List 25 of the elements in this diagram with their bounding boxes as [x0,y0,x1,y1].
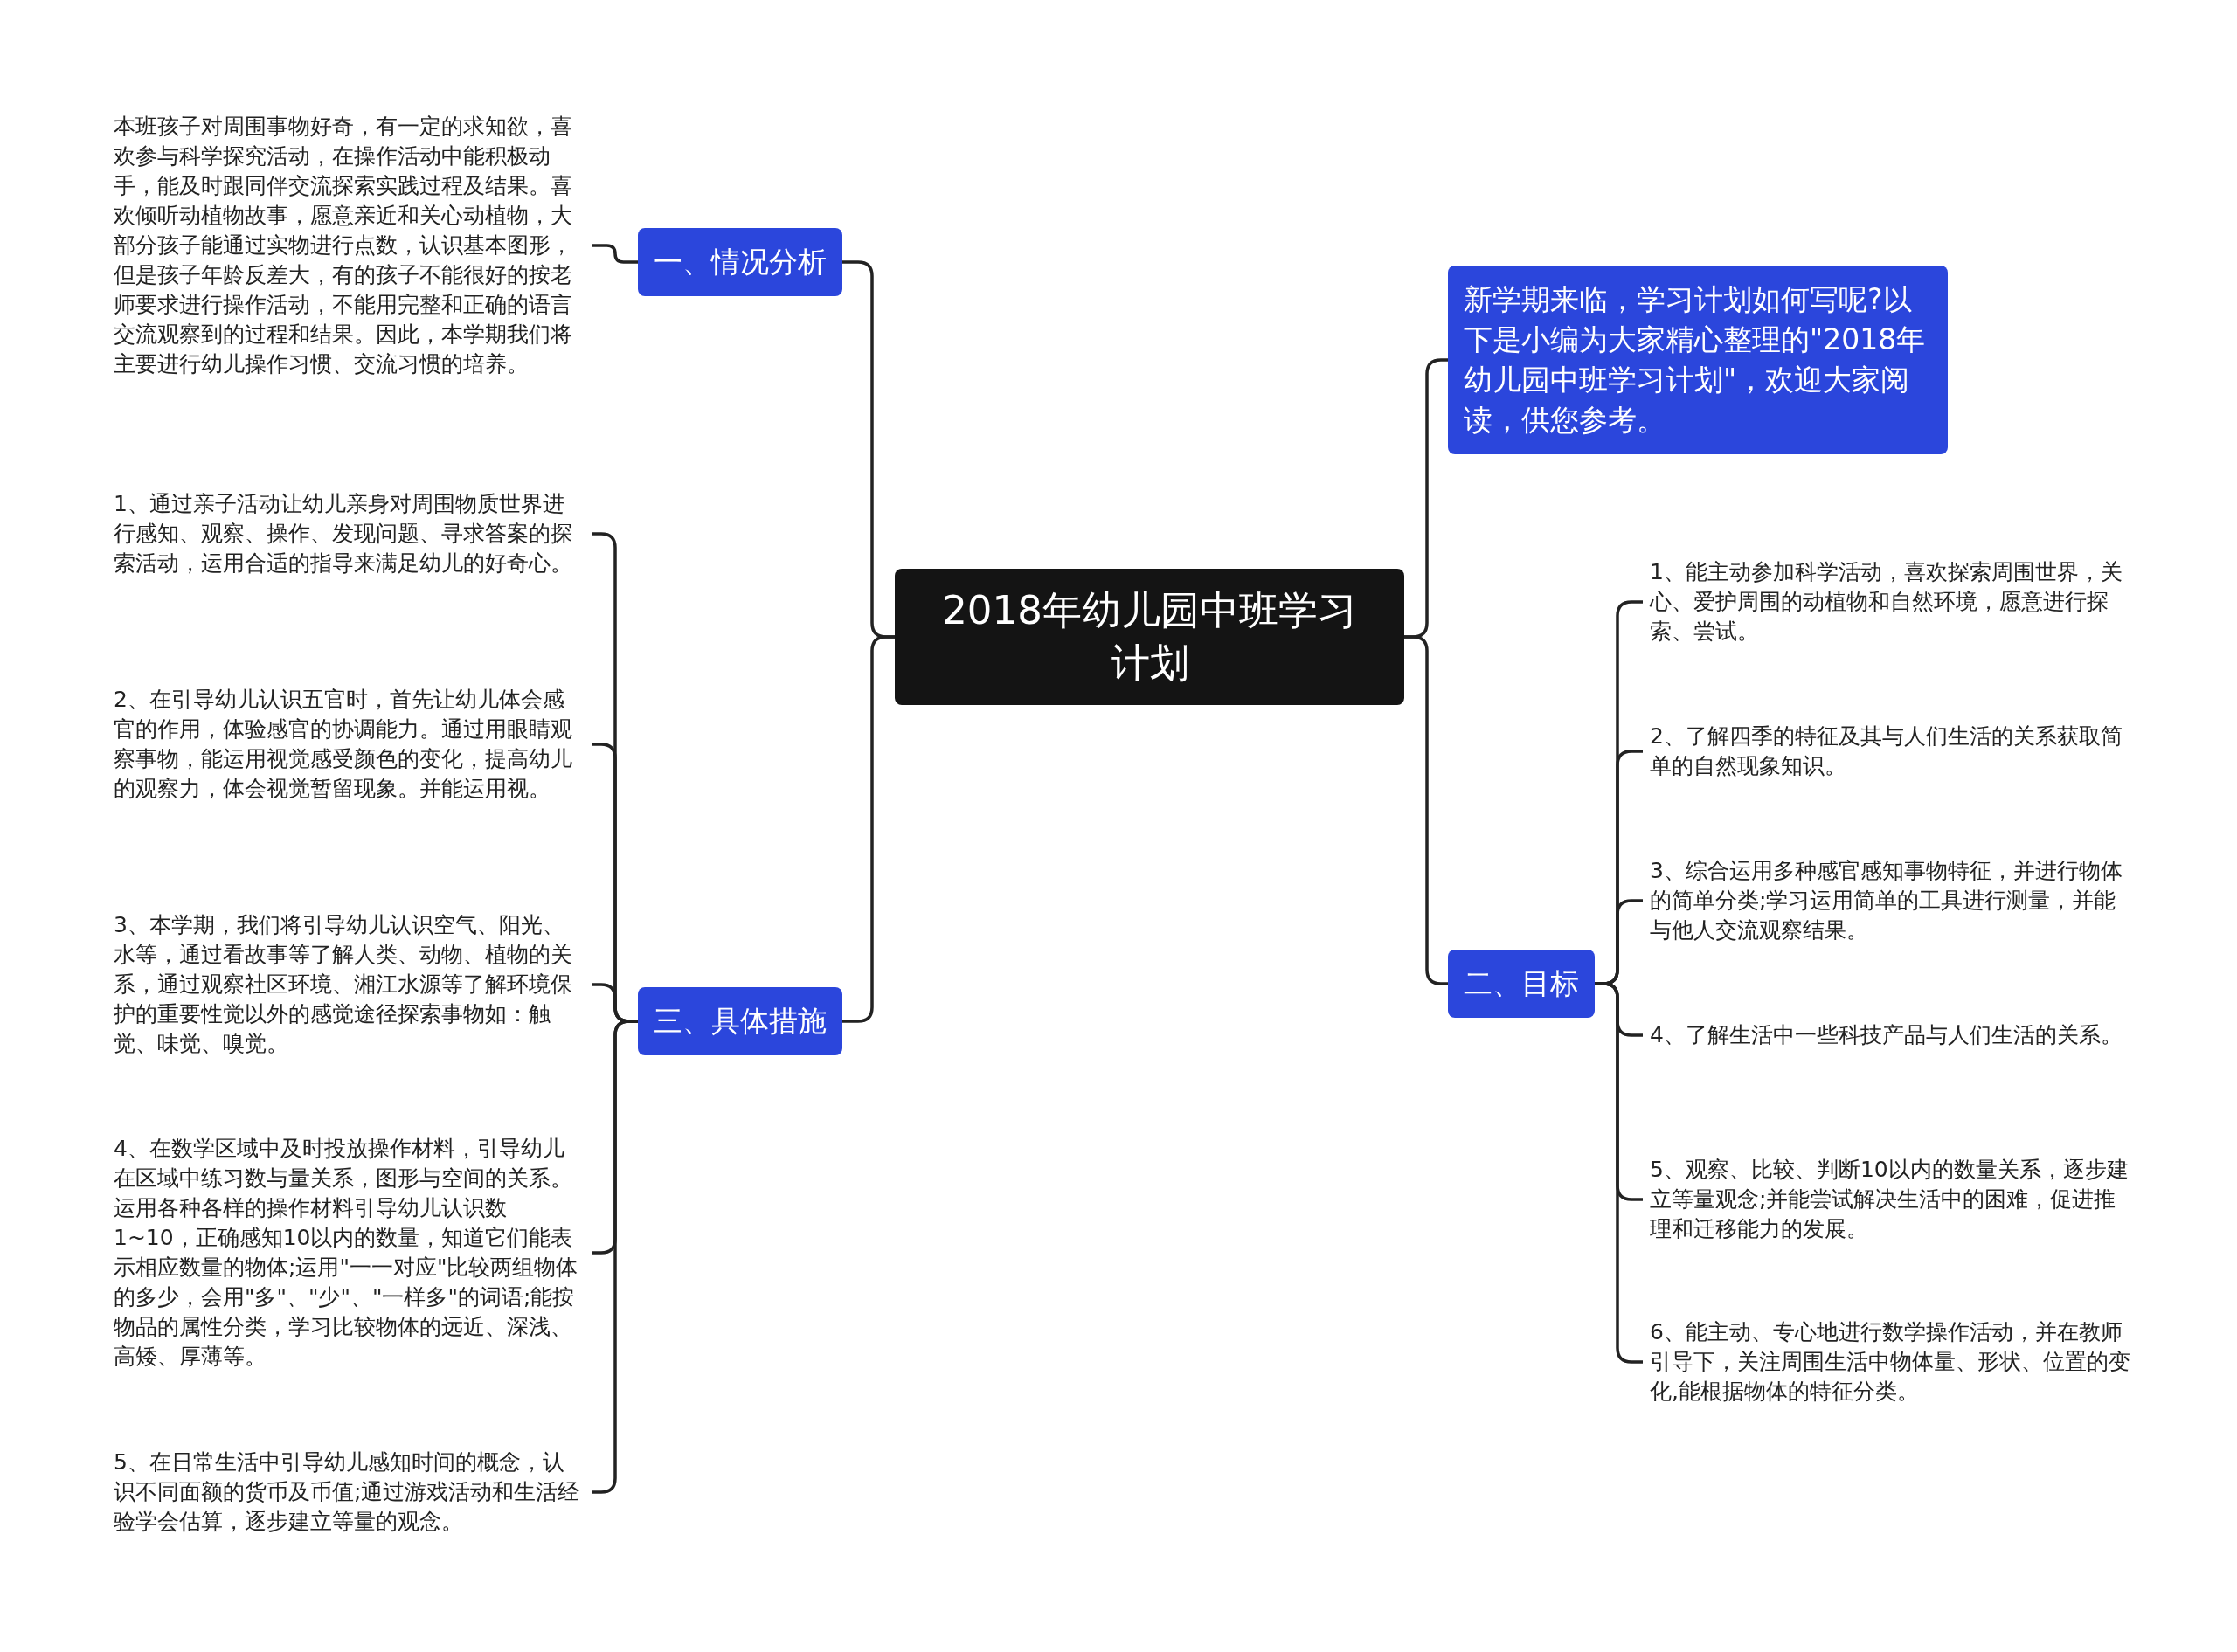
intro-box [1448,266,1948,454]
central-topic-box [895,569,1404,705]
note-text: 3、本学期，我们将引导幼儿认识空气、阳光、水等，通过看故事等了解人类、动物、植物的关系，通过观察社区环境、湘江水源等了解环境保护的重要性觉以外的感觉途径探索事物如：触觉、味觉、嗅觉。 [107,910,592,1059]
branch-label: 一、情况分析 [654,244,827,280]
branch-box [1448,950,1595,1018]
note-text: 5、观察、比较、判断10以内的数量关系，逐步建立等量观念;并能尝试解决生活中的困难，促进推理和迁移能力的发展。 [1643,1155,2141,1244]
branch-label: 三、具体措施 [654,1003,827,1040]
branch-box [638,987,842,1055]
note-text: 4、了解生活中一些科技产品与人们生活的关系。 [1643,1020,2141,1050]
intro-text: 新学期来临，学习计划如何写呢?以下是小编为大家精心整理的"2018年幼儿园中班学习计划"，欢迎大家阅读，供您参考。 [1464,281,1927,439]
central-topic-text: 2018年幼儿园中班学习计划 [941,586,1358,688]
note-text: 1、通过亲子活动让幼儿亲身对周围物质世界进行感知、观察、操作、发现问题、寻求答案的探索活动，运用合适的指导来满足幼儿的好奇心。 [107,489,592,578]
note-text: 本班孩子对周围事物好奇，有一定的求知欲，喜欢参与科学探究活动，在操作活动中能积极动手，能及时跟同伴交流探索实践过程及结果。喜欢倾听动植物故事，愿意亲近和关心动植物，大部分孩子能通过实物进行点数，认识基本图形，但是孩子年龄反差大，有的孩子不能很好的按老师要求进行操作活动，不能用完整和正确的语言交流观察到的过程和结果。因此，本学期我们将主要进行幼儿操作习惯、交流习惯的培养。 [107,112,592,379]
connector-line [1404,635,1448,985]
note-text: 3、综合运用多种感官感知事物特征，并进行物体的简单分类;学习运用简单的工具进行测量，并能与他人交流观察结果。 [1643,856,2141,945]
branch-label: 二、目标 [1464,965,1579,1002]
note-text: 5、在日常生活中引导幼儿感知时间的概念，认识不同面额的货币及币值;通过游戏活动和生活经验学会估算，逐步建立等量的观念。 [107,1448,592,1537]
note-text: 2、了解四季的特征及其与人们生活的关系获取简单的自然现象知识。 [1643,722,2141,781]
note-text: 4、在数学区域中及时投放操作材料，引导幼儿在区域中练习数与量关系，图形与空间的关系。运用各种各样的操作材料引导幼儿认识数1~10，正确感知10以内的数量，知道它们能表示相应数量的物体;运用"一一对应"比较两组物体的多少，会用"多"、"少"、"一样多"的词语;能按物品的属性分类，学习比较物体的远近、深浅、高矮、厚薄等。 [107,1134,592,1372]
note-text: 2、在引导幼儿认识五官时，首先让幼儿体会感官的作用，体验感官的协调能力。通过用眼睛观察事物，能运用视觉感受颜色的变化，提高幼儿的观察力，体会视觉暂留现象。并能运用视。 [107,685,592,804]
note-text: 6、能主动、专心地进行数学操作活动，并在教师引导下，关注周围生活中物体量、形状、位置的变化,能根据物体的特征分类。 [1643,1317,2141,1407]
branch-box [638,228,842,296]
connector-line [592,244,638,264]
connector-line [1595,982,1643,1364]
note-text: 1、能主动参加科学活动，喜欢探索周围世界，关心、爱护周围的动植物和自然环境，愿意进行探索、尝试。 [1643,557,2141,646]
